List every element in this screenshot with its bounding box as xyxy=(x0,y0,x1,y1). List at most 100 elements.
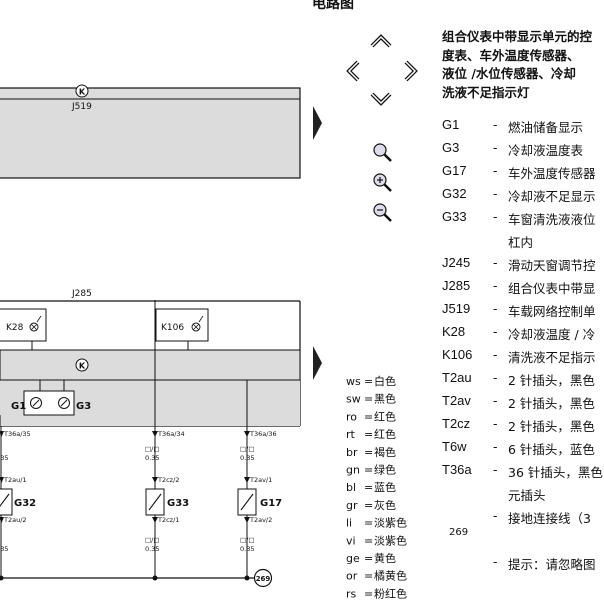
g1-label: G1 xyxy=(11,401,26,412)
component-dash: - xyxy=(493,439,498,454)
pan-left-icon[interactable] xyxy=(346,60,360,82)
k106-lamp-box xyxy=(155,308,209,342)
component-dash: - xyxy=(493,140,498,155)
k106-lamp-cross-b xyxy=(192,323,200,331)
component-row: K106-清洗液不足指示 xyxy=(442,347,604,370)
color-legend-entry: br =褐色 xyxy=(346,445,396,459)
t2au2-arrow xyxy=(0,517,4,523)
wire-size-mid-upper: 0.35 xyxy=(145,454,159,462)
k106-lamp-ray xyxy=(198,315,204,323)
ground-node-middle xyxy=(152,575,158,581)
g17-sensor-slash xyxy=(240,493,254,511)
component-text: 车窗清洗液液位 xyxy=(508,212,596,227)
color-legend-abbr: ro xyxy=(346,410,357,423)
component-dash: - xyxy=(493,163,498,178)
color-legend-entry: ro=红色 xyxy=(346,409,396,423)
component-row: T2cz-2 针插头，黑色 xyxy=(442,416,604,439)
color-legend-equals: = xyxy=(364,517,373,530)
j285-gray-section xyxy=(0,349,301,381)
component-code: G17 xyxy=(442,163,467,178)
component-code: T2av xyxy=(442,393,471,408)
zoom-in-icon[interactable] xyxy=(373,173,392,192)
component-row: T2av-2 针插头，黑色 xyxy=(442,393,604,416)
t2av2-label: T2av/2 xyxy=(249,516,272,524)
g32-sensor-box xyxy=(0,488,13,516)
component-text: 提示：请忽略图 xyxy=(508,557,596,572)
color-legend-equals: = xyxy=(364,499,373,512)
component-row: G1-燃油储备显示 xyxy=(442,117,604,140)
pan-down-icon[interactable] xyxy=(370,92,392,106)
component-dash: - xyxy=(493,508,498,523)
navigation-controls xyxy=(346,34,418,222)
color-legend-equals: = xyxy=(364,587,373,600)
t36a36-label: T36a/36 xyxy=(249,430,277,438)
component-code: G1 xyxy=(442,117,460,132)
color-legend-name: 褐色 xyxy=(374,445,396,459)
color-legend-abbr: li xyxy=(346,517,352,530)
component-text: 车载网络控制单 xyxy=(508,304,596,319)
component-text: 36 针插头，黑色 xyxy=(508,465,603,480)
page-title: 电路图 xyxy=(312,0,354,12)
color-legend-equals: = xyxy=(364,428,373,441)
color-legend-name: 红色 xyxy=(374,427,396,441)
component-row: T2au-2 针插头，黑色 xyxy=(442,370,604,393)
color-legend-name: 绿色 xyxy=(374,463,396,477)
color-legend-entry: gr=灰色 xyxy=(346,498,396,512)
zoom-fit-icon[interactable] xyxy=(373,143,392,162)
ground-node-right xyxy=(244,575,250,581)
color-legend-entry: gn =绿色 xyxy=(346,463,396,477)
component-dash: - xyxy=(493,209,498,224)
color-legend-equals: = xyxy=(364,446,373,459)
t2cz1-label: T2cz/1 xyxy=(157,516,179,524)
color-legend-entry: bl=蓝色 xyxy=(346,480,396,494)
description-line: 洗液不足指示灯 xyxy=(442,84,530,100)
component-row: 元插头 xyxy=(442,485,604,508)
t2av1-label: T2av/1 xyxy=(249,476,272,484)
ground-point-269 xyxy=(253,568,273,588)
color-legend-abbr: br xyxy=(346,446,358,459)
wire-size-left-upper: 0.35 xyxy=(0,454,8,462)
zoom-out-icon[interactable] xyxy=(373,203,392,222)
description-line: 组合仪表中带显示单元的控 xyxy=(442,29,593,44)
color-legend-equals: = xyxy=(364,375,373,388)
wire-color-mid-lower: □/□ xyxy=(145,536,159,544)
j519-label: J519 xyxy=(71,102,92,112)
component-text: 2 针插头，黑色 xyxy=(508,373,595,388)
ground-point-label: 269 xyxy=(256,575,271,583)
color-legend-abbr: gn xyxy=(346,464,360,477)
t2cz1-arrow xyxy=(152,517,158,523)
k28-lamp-ray xyxy=(36,315,42,323)
color-legend-abbr: ws xyxy=(346,375,361,388)
t2av1-arrow xyxy=(244,477,250,483)
component-text: 2 针插头，黑色 xyxy=(508,419,595,434)
g3-label: G3 xyxy=(76,401,91,412)
color-legend-entry: rs=粉红色 xyxy=(346,586,407,600)
t2au1-arrow xyxy=(0,477,4,483)
component-code: G3 xyxy=(442,140,460,155)
color-legend-entry: or=橘黄色 xyxy=(346,569,407,583)
t2av2-arrow xyxy=(244,517,250,523)
pan-up-icon[interactable] xyxy=(370,34,392,48)
k28-lamp-box xyxy=(0,308,47,342)
component-row: -提示：请忽略图 xyxy=(442,554,604,577)
g33-sensor-slash xyxy=(148,493,162,511)
color-legend-name: 淡紫色 xyxy=(374,533,407,547)
color-legend-name: 粉红色 xyxy=(374,586,407,600)
color-legend-abbr: gr xyxy=(346,499,358,512)
t36a34-label: T36a/34 xyxy=(157,430,185,438)
g1-gauge-needle xyxy=(32,399,40,407)
component-code: K106 xyxy=(442,347,473,362)
component-text: 清洗液不足指示 xyxy=(508,350,596,365)
t36a34-arrow xyxy=(152,431,158,437)
component-row: T6w-6 针插头，蓝色 xyxy=(442,439,604,462)
color-legend-name: 黑色 xyxy=(374,392,396,406)
component-row: G17-车外温度传感器 xyxy=(442,163,604,186)
component-dash: - xyxy=(493,324,498,339)
color-legend-equals: = xyxy=(364,464,373,477)
section-arrow-top xyxy=(313,106,322,140)
component-code: T6w xyxy=(442,439,467,454)
pan-right-icon[interactable] xyxy=(404,60,418,82)
component-text: 冷却液温度表 xyxy=(508,143,584,158)
component-text: 冷却液温度 / 冷 xyxy=(508,327,596,342)
